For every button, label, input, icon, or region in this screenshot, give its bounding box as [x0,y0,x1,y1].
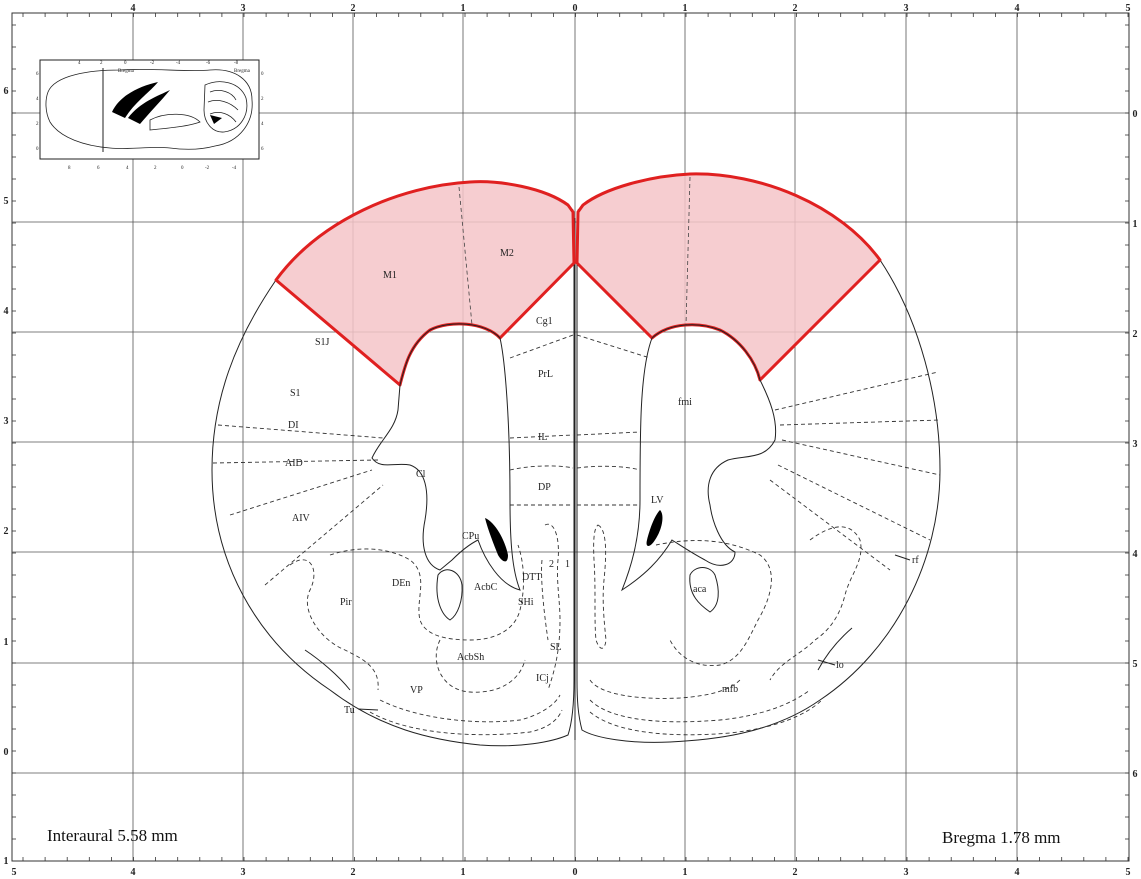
label-aca: aca [693,584,707,595]
top-scale-num: 3 [241,3,246,14]
label-n1: 1 [565,559,570,570]
label-shi: SHi [518,597,534,608]
top-scale-num: 4 [1015,3,1020,14]
bottom-scale-num: 1 [683,867,688,878]
label-tu: Tu [344,705,355,716]
inset-label-bregma: Bregma [118,69,135,74]
inset-bottom-num: -4 [232,166,237,171]
top-scale-num: 5 [1126,3,1131,14]
left-scale-num: 3 [4,416,9,427]
label-vp: VP [410,685,423,696]
label-cpu: CPu [462,531,479,542]
label-dp: DP [538,482,551,493]
label-den: DEn [392,578,410,589]
top-scale-num: 4 [131,3,136,14]
top-scale-num: 3 [904,3,909,14]
right-scale-num: 0 [1133,109,1138,120]
top-scale: 4 3 2 1 0 1 2 3 4 5 [131,3,1131,14]
left-scale-num: 1 [4,856,9,867]
label-icj: ICj [536,673,549,684]
label-di: DI [288,420,299,431]
label-mfb: mfb [722,684,738,695]
top-scale-num: 0 [573,3,578,14]
top-scale-num: 2 [351,3,356,14]
inset-top-num: -4 [176,61,181,66]
bottom-scale-num: 0 [573,867,578,878]
bregma-caption: Bregma 1.78 mm [942,828,1061,847]
right-scale-num: 5 [1133,659,1138,670]
label-pir: Pir [340,597,352,608]
left-scale-num: 5 [4,196,9,207]
label-dtt: DTT [522,572,541,583]
inset-label-bregma: Bregma [234,69,251,74]
right-scale-num: 3 [1133,439,1138,450]
bottom-scale-num: 3 [904,867,909,878]
inset-top-num: -6 [206,61,211,66]
inset-top-num: -2 [150,61,155,66]
label-prl: PrL [538,369,553,380]
top-scale-num: 1 [461,3,466,14]
bottom-scale-num: 4 [1015,867,1020,878]
top-scale-num: 2 [793,3,798,14]
label-acbc: AcbC [474,582,498,593]
bottom-scale-num: 5 [1126,867,1131,878]
inset-bottom-num: -2 [205,166,210,171]
label-aid: AID [285,458,303,469]
left-scale-num: 2 [4,526,9,537]
label-aiv: AIV [292,513,311,524]
right-scale-num: 4 [1133,549,1138,560]
label-sl: SL [550,642,562,653]
bottom-scale-num: 2 [351,867,356,878]
inset-top-num: -8 [234,61,239,66]
right-scale-num: 1 [1133,219,1138,230]
label-lo: lo [836,660,844,671]
label-lv: LV [651,495,664,506]
bottom-scale-num: 3 [241,867,246,878]
left-scale-num: 0 [4,747,9,758]
label-acbsh: AcbSh [457,652,484,663]
label-m2: M2 [500,248,514,259]
label-fmi: fmi [678,397,692,408]
label-s1: S1 [290,388,301,399]
label-n2: 2 [549,559,554,570]
left-scale-num: 1 [4,637,9,648]
label-s1j: S1J [315,337,330,348]
left-scale: 6 5 4 3 2 1 0 1 [4,86,9,867]
right-scale-num: 6 [1133,769,1138,780]
label-m1: M1 [383,270,397,281]
right-scale: 0 1 2 3 4 5 6 [1133,109,1138,780]
bottom-scale-num: 5 [12,867,17,878]
label-cg1: Cg1 [536,316,553,327]
left-scale-num: 4 [4,306,9,317]
right-scale-num: 2 [1133,329,1138,340]
left-scale-num: 6 [4,86,9,97]
bottom-scale-num: 4 [131,867,136,878]
label-cl: Cl [416,469,426,480]
bottom-scale-num: 2 [793,867,798,878]
top-scale-num: 1 [683,3,688,14]
interaural-caption: Interaural 5.58 mm [47,826,178,845]
label-il: IL [538,432,547,443]
sagittal-inset: 4 2 0 -2 -4 -6 -8 Bregma Bregma 8 6 4 2 … [36,60,264,171]
label-rf: rf [912,555,919,566]
bottom-scale: 5 4 3 2 1 0 1 2 3 4 5 [12,867,1131,878]
bottom-scale-num: 1 [461,867,466,878]
